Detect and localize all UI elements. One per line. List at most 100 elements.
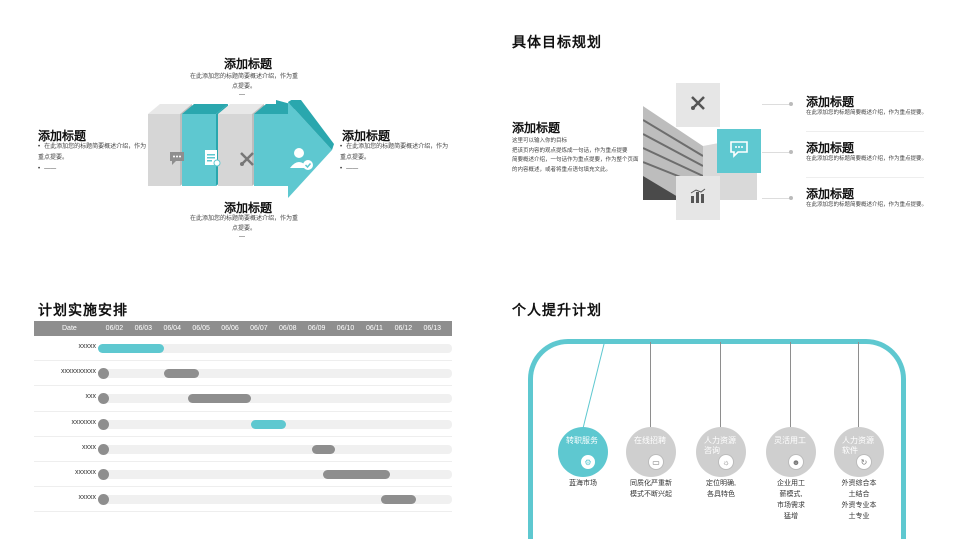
divider xyxy=(806,177,924,178)
goal-item-title: 添加标题 xyxy=(806,187,855,201)
gantt-track xyxy=(104,394,452,404)
gantt-track xyxy=(104,469,452,479)
goals-text-line: 把该页内容的观点提炼成一句话，作为重点提要 xyxy=(512,147,628,154)
step-caption-line: 定位明确, xyxy=(706,480,736,487)
right-title: 添加标题 xyxy=(342,129,391,143)
gantt-row: xxxxx xyxy=(34,487,452,513)
step-caption-line: 外资综合本 xyxy=(841,480,877,487)
gantt-bar xyxy=(323,469,390,479)
step-connector xyxy=(720,342,721,427)
step-caption: 蓝海市场 xyxy=(554,478,612,489)
personal-section-title: 个人提升计划 xyxy=(512,302,602,318)
gantt-bar xyxy=(98,344,165,353)
gantt-row-label: xxxxxxxxxx xyxy=(61,368,96,376)
left-title: 添加标题 xyxy=(38,129,87,143)
step-connector xyxy=(650,342,651,427)
step-caption: 定位明确, 各具特色 xyxy=(692,478,750,500)
step-connector xyxy=(858,342,859,427)
step-circle: 在线招聘 xyxy=(626,427,676,477)
step-caption-line: 外资专业本 xyxy=(841,502,877,509)
gantt-header-date: Date xyxy=(62,325,77,332)
gantt-date-cell: 06/06 xyxy=(221,325,239,332)
step-caption-line: 各具特色 xyxy=(707,491,735,498)
gantt-row-label: xxxxx xyxy=(78,494,97,502)
goal-connector xyxy=(762,104,792,105)
gantt-date-cell: 06/04 xyxy=(163,325,181,332)
left-bullet-1: 在此添加您的标题简要概述介绍，作为重点提要。 xyxy=(38,142,148,164)
bottom-desc: 在此添加您的标题简要概述介绍，作为重点提要。 xyxy=(190,216,299,232)
left-bullets: 在此添加您的标题简要概述介绍，作为重点提要。 —— xyxy=(38,142,148,175)
gantt-bar xyxy=(164,369,200,379)
gantt-track xyxy=(104,344,452,353)
tools-icon xyxy=(689,94,707,117)
step-caption-line: 薪模式, xyxy=(779,491,803,498)
gantt-date-cell: 06/09 xyxy=(307,325,326,332)
step-caption-line: 市场需求 xyxy=(777,502,805,509)
step-caption: 企业用工薪模式, 市场需求猛增 xyxy=(762,478,820,522)
step-circle: 灵活用工 xyxy=(766,427,816,477)
step-caption-line: 猛增 xyxy=(784,513,798,520)
step-caption-line: 同质化严重新 xyxy=(630,480,672,487)
step-circle: 人力资源咨询 xyxy=(696,427,746,477)
gantt-date-cell: 06/07 xyxy=(250,325,268,332)
step-caption-line: 土结合 xyxy=(848,491,870,498)
gantt-dot xyxy=(98,368,109,380)
left-bullet-2: —— xyxy=(38,164,148,175)
chat-icon xyxy=(729,140,749,163)
personal-arc xyxy=(528,339,906,539)
gantt-row-label: xxxx xyxy=(82,443,96,451)
gantt-row: xxxx xyxy=(34,437,452,462)
bulb-icon: ☼ xyxy=(718,454,734,470)
gantt-bar xyxy=(311,444,335,454)
gantt-date-cell: 06/11 xyxy=(365,325,383,332)
gantt-dot xyxy=(98,418,109,430)
gantt-date-cell: 06/05 xyxy=(192,325,210,332)
user-check-icon xyxy=(288,146,314,177)
step-name: 人力资源软件 xyxy=(842,436,874,455)
top-title: 添加标题 xyxy=(224,57,273,71)
gantt-track xyxy=(104,495,452,505)
goals-main-text: 这里可以输入你的目标 把该页内容的观点提炼成一句话，作为重点提要 简要概述介绍，… xyxy=(512,137,640,175)
goals-section-title: 具体目标规划 xyxy=(512,34,602,50)
step-caption-line: 模式不断兴起 xyxy=(630,491,672,498)
goal-dot xyxy=(789,196,793,200)
goal-item-title: 添加标题 xyxy=(806,95,855,109)
right-bullet-1: 在此添加您的标题简要概述介绍，作为重点提要。 xyxy=(340,142,450,164)
plan-section-title: 计划实施安排 xyxy=(38,302,128,318)
goal-chart-tile xyxy=(676,176,720,220)
step-connector xyxy=(790,342,791,427)
goals-text-line: 的内容概述，或者将重点语句填充文此。 xyxy=(512,166,612,173)
chart-icon xyxy=(689,187,707,210)
goal-dot xyxy=(789,150,793,154)
gantt-row-label: xxxxxx xyxy=(75,468,96,476)
step-circle: 转职服务 xyxy=(558,427,608,477)
goal-chat-tile xyxy=(717,129,761,173)
step-caption-line: 蓝海市场 xyxy=(569,480,597,487)
gantt-row-label: xxxxx xyxy=(78,343,97,350)
goal-dot xyxy=(789,102,793,106)
gantt-track xyxy=(104,369,452,379)
goals-text-line: 简要概述介绍，一句话作为重点提要，作为整个页面 xyxy=(512,157,639,163)
gantt-date-cell: 06/13 xyxy=(423,325,441,332)
screen-icon: ▭ xyxy=(648,454,664,470)
step-name: 转职服务 xyxy=(566,436,598,445)
bottom-title: 添加标题 xyxy=(224,201,273,215)
gantt-dot xyxy=(98,443,109,455)
goal-item-desc: 在此添加您的标题简要概述介绍，作为重点提要。 xyxy=(806,156,928,162)
gantt-dot xyxy=(98,468,109,480)
step-name: 在线招聘 xyxy=(634,436,666,445)
goal-connector xyxy=(762,198,792,199)
right-bullet-2: —— xyxy=(340,164,450,175)
step-circle: 人力资源软件 xyxy=(834,427,884,477)
gear-icon: ⚙ xyxy=(580,454,596,470)
gantt-bar xyxy=(381,495,416,505)
gantt-row-label: xxx xyxy=(85,393,97,401)
goal-tools-tile xyxy=(676,83,720,127)
divider xyxy=(806,131,924,132)
goal-item-desc: 在此添加您的标题简要概述介绍，作为重点提要。 xyxy=(806,110,928,116)
gantt-date-cell: 06/12 xyxy=(394,325,413,332)
step-caption-line: 企业用工 xyxy=(777,480,805,487)
